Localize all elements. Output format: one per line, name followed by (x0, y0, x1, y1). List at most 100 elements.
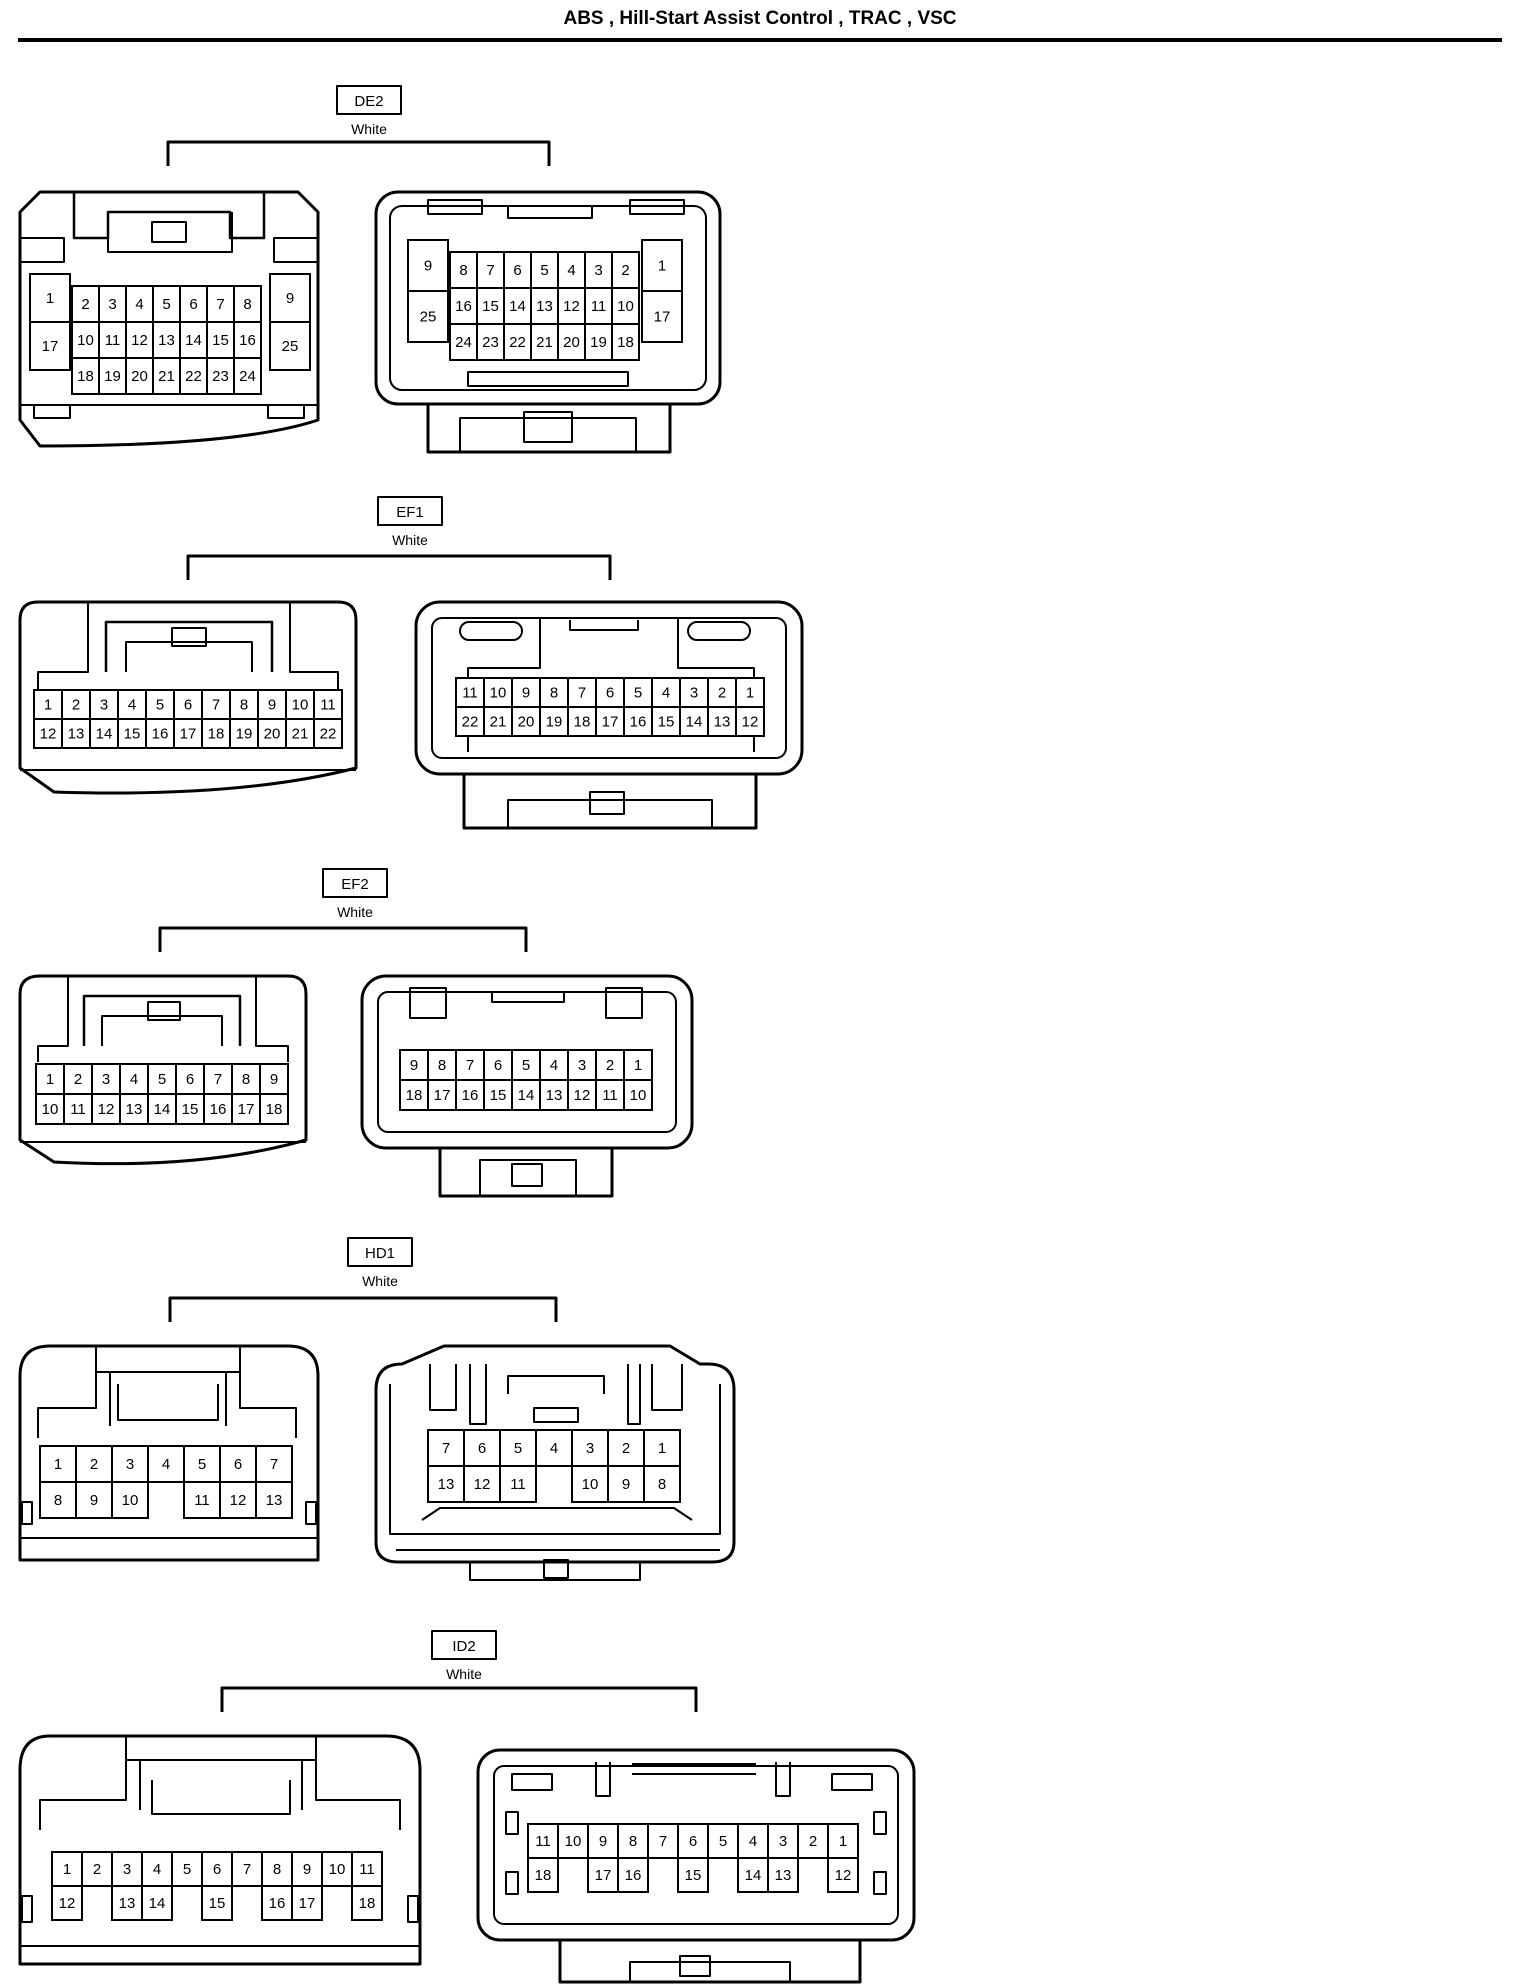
pin-cell (141, 1885, 173, 1921)
pin-number: 13 (714, 714, 731, 731)
pin-ef2-female-11: 11 (595, 1079, 625, 1111)
pin-de2-female-18: 18 (611, 323, 640, 361)
pin-number: 9 (599, 1833, 607, 1850)
pin-id2-female-6: 6 (677, 1823, 709, 1859)
pin-hd1-female-8: 8 (643, 1465, 681, 1503)
pin-number: 13 (546, 1087, 563, 1104)
pin-cell (291, 1851, 323, 1887)
pin-number: 9 (303, 1861, 311, 1878)
pin-ef1-female-2: 2 (707, 677, 737, 708)
pin-de2-male-3: 3 (98, 285, 127, 323)
connector-id2 (18, 1630, 916, 1984)
pin-id2-female-14: 14 (737, 1857, 769, 1893)
pin-hd1-female-6: 6 (463, 1429, 501, 1467)
pin-number: 1 (46, 290, 54, 307)
pin-ef2-female-18: 18 (399, 1079, 429, 1111)
pin-id2-male-10: 10 (321, 1851, 353, 1887)
pin-number: 3 (594, 262, 602, 279)
id2-color: White (446, 1666, 482, 1682)
pin-de2-male-5: 5 (152, 285, 181, 323)
pin-hd1-female-1: 1 (643, 1429, 681, 1467)
pin-cell (81, 1851, 113, 1887)
pin-number: 1 (46, 1071, 54, 1088)
pin-id2-male-7: 7 (231, 1851, 263, 1887)
pin-cell (427, 1079, 457, 1111)
pin-number: 10 (122, 1492, 139, 1509)
pin-cell (476, 323, 505, 361)
pin-number: 10 (77, 332, 94, 349)
pin-number: 24 (239, 368, 256, 385)
pin-cell (595, 706, 625, 737)
pin-de2-male-18: 18 (71, 357, 100, 395)
pin-ef1-male-7: 7 (201, 689, 231, 720)
pin-number: 2 (72, 697, 80, 714)
pin-cell (201, 718, 231, 749)
pin-number: 2 (718, 685, 726, 702)
pin-number: 4 (550, 1440, 558, 1457)
pin-de2-female-7: 7 (476, 251, 505, 289)
pin-ef1-female-5: 5 (623, 677, 653, 708)
pin-id2-male-3: 3 (111, 1851, 143, 1887)
ef1-color: White (392, 532, 428, 548)
pin-de2-female-16: 16 (449, 287, 478, 325)
pin-number: 19 (546, 714, 563, 731)
ef2-female-housing (360, 974, 694, 1198)
pin-ef1-female-19: 19 (539, 706, 569, 737)
pin-ef1-male-1: 1 (33, 689, 63, 720)
pin-number: 11 (70, 1101, 86, 1118)
pin-number: 15 (482, 298, 499, 315)
pin-number: 6 (189, 296, 197, 313)
pin-de2-female-23: 23 (476, 323, 505, 361)
pin-cell (111, 1445, 149, 1483)
pin-number: 13 (126, 1101, 143, 1118)
pin-ef1-male-19: 19 (229, 718, 259, 749)
pin-de2-male-21: 21 (152, 357, 181, 395)
pin-de2-female-22: 22 (503, 323, 532, 361)
pin-ef2-male-2: 2 (63, 1063, 93, 1095)
pin-cell (39, 1445, 77, 1483)
pin-cell (233, 357, 262, 395)
pin-ef1-male-22: 22 (313, 718, 343, 749)
pin-cell (567, 1079, 597, 1111)
pin-number: 13 (119, 1895, 136, 1912)
pin-number: 8 (629, 1833, 637, 1850)
pin-number: 13 (536, 298, 553, 315)
pin-cell (584, 323, 613, 361)
pin-number: 7 (578, 685, 586, 702)
pin-cell (313, 689, 343, 720)
pin-ef2-female-3: 3 (567, 1049, 597, 1081)
de2-male-housing (18, 190, 320, 448)
pin-number: 7 (243, 1861, 251, 1878)
pin-cell (677, 1857, 709, 1893)
pin-cell (261, 1885, 293, 1921)
pin-number: 10 (329, 1861, 346, 1878)
pin-cell (463, 1465, 501, 1503)
pin-number: 2 (74, 1071, 82, 1088)
id2-female-housing (476, 1748, 916, 1984)
pin-number: 12 (59, 1895, 76, 1912)
pin-number: 21 (536, 334, 553, 351)
id2-label: ID2 (452, 1638, 475, 1655)
pin-ef2-male-3: 3 (91, 1063, 121, 1095)
pin-cell (71, 321, 100, 359)
pin-ef2-male-10: 10 (35, 1093, 65, 1125)
pin-ef1-female-10: 10 (483, 677, 513, 708)
pin-number: 7 (212, 697, 220, 714)
pin-ef2-female-5: 5 (511, 1049, 541, 1081)
pin-id2-female-3: 3 (767, 1823, 799, 1859)
pin-cell (647, 1823, 679, 1859)
pin-de2-male-1: 1 (29, 273, 71, 323)
pin-cell (111, 1885, 143, 1921)
pin-id2-female-15: 15 (677, 1857, 709, 1893)
pin-number: 10 (617, 298, 634, 315)
pin-number: 6 (184, 697, 192, 714)
pin-number: 2 (809, 1833, 817, 1850)
pin-number: 13 (266, 1492, 283, 1509)
de2-female-housing (374, 190, 722, 454)
pin-ef1-male-12: 12 (33, 718, 63, 749)
pin-number: 3 (108, 296, 116, 313)
